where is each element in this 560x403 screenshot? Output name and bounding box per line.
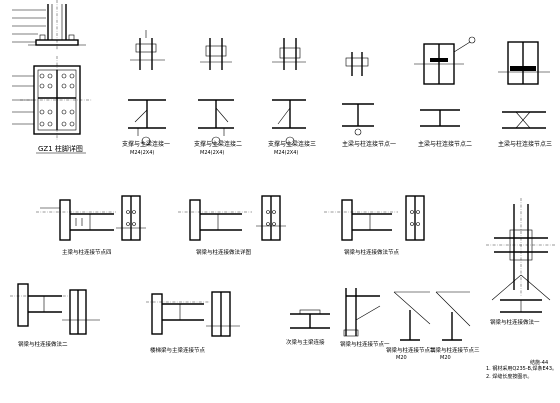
bottom-6-title: 钢梁与柱连接节点三 [430,346,480,354]
bottom-3-title: 次梁与主梁连接 [286,338,325,346]
brace-1-bolts: M24(2X4) [130,150,154,156]
bottom-5-title: 钢梁与柱连接节点二 [386,346,436,354]
bottom-detail-1: 钢梁与柱连接做法二 [10,283,100,348]
brace-2-bolts: M24(2X4) [200,150,224,156]
node-1-title: 主梁与柱连接节点一 [342,140,396,148]
node-3-title: 主梁与柱连接节点三 [498,140,552,148]
brace-3-bolts: M24(2X4) [274,150,298,156]
beam-column-node-3: 主梁与柱连接节点三 [498,41,552,148]
beam-column-detail-a: 主梁与柱连接节点四 [36,195,146,256]
brace-1-title: 支撑与主梁连接一 [122,140,170,148]
column-splice-detail: 钢梁与柱连接做法一 [486,198,556,326]
bottom-6-bolts: M20 [440,355,451,361]
bottom-1-title: 钢梁与柱连接做法二 [18,340,68,348]
node-2-title: 主梁与柱连接节点二 [418,140,472,148]
beam-column-detail-c: 钢梁与柱连接做法节点 [324,195,425,256]
note-2: 2. 焊缝长度按图示。 [486,373,532,380]
gz1-title: GZ1 柱脚详图 [38,144,83,153]
bottom-4-title: 钢梁与柱连接节点一 [340,340,390,348]
detail-b-title: 钢梁与柱连接做法详图 [196,248,252,256]
brace-connection-3: 支撑与主梁连接三 M24(2X4) [268,38,316,156]
bottom-detail-6: 钢梁与柱连接节点三 M20 [430,291,480,361]
bottom-5-bolts: M20 [396,355,407,361]
brace-3-title: 支撑与主梁连接三 [268,140,316,148]
bottom-2-title: 楼梯梁与主梁连接节点 [150,346,206,354]
beam-column-node-1: 主梁与柱连接节点一 [342,52,396,148]
bottom-detail-2: 楼梯梁与主梁连接节点 [146,291,240,354]
brace-connection-2: 支撑与主梁连接二 M24(2X4) [194,38,242,156]
brace-connection-1: 支撑与主梁连接一 M24(2X4) [122,30,170,156]
bottom-detail-3: 次梁与主梁连接 [286,309,330,346]
brace-2-title: 支撑与主梁连接二 [194,140,242,148]
bottom-detail-5: 钢梁与柱连接节点二 M20 [386,291,436,361]
general-notes: 1. 钢材采用Q235-B,焊条E43。 2. 焊缝长度按图示。 结施-44 [486,359,557,380]
splice-title: 钢梁与柱连接做法一 [490,318,540,326]
anchor-bolt-holes [39,73,75,127]
drawing-stamp: 结施-44 [530,359,548,366]
beam-column-node-2: 主梁与柱连接节点二 [414,36,476,148]
note-1: 1. 钢材采用Q235-B,焊条E43。 [486,365,557,372]
beam-column-detail-b: 钢梁与柱连接做法详图 [178,195,286,256]
detail-a-title: 主梁与柱连接节点四 [62,248,112,256]
gz1-column-base-detail: GZ1 柱脚详图 [12,0,92,154]
bottom-detail-4: 钢梁与柱连接节点一 [340,288,390,348]
detail-c-title: 钢梁与柱连接做法节点 [344,248,400,256]
